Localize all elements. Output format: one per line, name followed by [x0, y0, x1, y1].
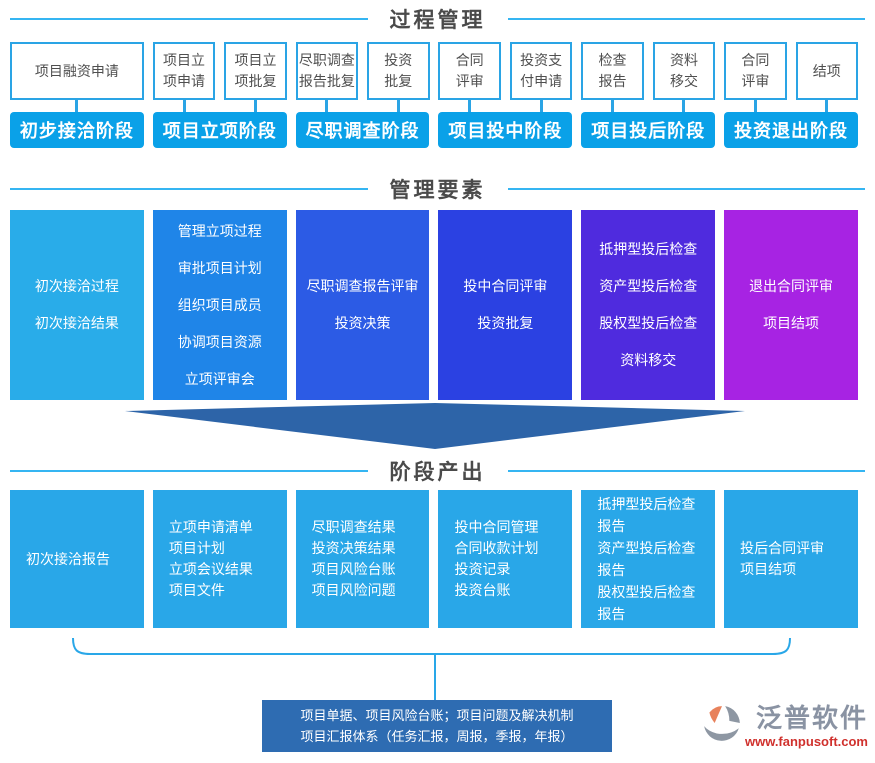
process-column-3: 尽职调查 报告批复 投资 批复 尽职调查阶段	[295, 42, 430, 148]
element-box-post-investment: 抵押型投后检查 资产型投后检查 股权型投后检查 资料移交	[581, 210, 716, 400]
title-line-right	[507, 188, 865, 190]
output-box-mid-investment: 投中合同管理 合同收款计划 投资记录 投资台账	[438, 490, 573, 628]
title-line-right	[507, 470, 865, 472]
logo-name: 泛普软件	[755, 703, 868, 733]
process-box: 结项	[795, 42, 858, 100]
output-box-exit: 投后合同评审 项目结项	[724, 490, 858, 628]
elements-grid: 初次接洽过程 初次接洽结果 管理立项过程 审批项目计划 组织项目成员 协调项目资…	[10, 210, 858, 400]
process-column-1: 项目融资申请 初步接洽阶段	[10, 42, 144, 148]
process-column-5: 检查 报告 资料 移交 项目投后阶段	[581, 42, 716, 148]
connector	[581, 100, 643, 112]
title-line-left	[10, 470, 368, 472]
connector	[438, 100, 500, 112]
element-box-exit: 退出合同评审 项目结项	[724, 210, 858, 400]
connector	[796, 100, 858, 112]
stage-label: 投资退出阶段	[724, 112, 858, 148]
section-title-outputs: 阶段产出	[389, 461, 486, 484]
connector	[367, 100, 429, 112]
process-box: 投资支 付申请	[509, 42, 573, 100]
process-box: 项目立 项批复	[224, 42, 287, 100]
stage-label: 项目投后阶段	[581, 112, 716, 148]
process-box: 合同 评审	[438, 42, 501, 100]
output-box-initial-contact: 初次接洽报告	[10, 490, 144, 628]
connector	[510, 100, 572, 112]
stage-label: 项目立项阶段	[152, 112, 287, 148]
title-line-left	[10, 18, 368, 20]
stage-label: 项目投中阶段	[438, 112, 573, 148]
element-box-mid-investment: 投中合同评审 投资批复	[438, 210, 573, 400]
section-title-process: 过程管理	[389, 9, 486, 32]
section-title-elements: 管理要素	[389, 179, 486, 202]
stage-label: 尽职调查阶段	[295, 112, 430, 148]
title-line-left	[10, 188, 368, 190]
connector	[153, 100, 215, 112]
section-header-elements: 管理要素	[10, 176, 865, 202]
fanpu-logo: 泛普软件 www.fanpusoft.com	[701, 703, 868, 749]
connector	[224, 100, 286, 112]
output-box-initiation: 立项申请清单 项目计划 立项会议结果 项目文件	[152, 490, 287, 628]
process-box: 项目立 项申请	[152, 42, 216, 100]
down-arrow-icon	[125, 403, 745, 449]
process-grid: 项目融资申请 初步接洽阶段 项目立 项申请 项目立 项批复 项目立项阶段 尽职调…	[10, 42, 858, 148]
process-box: 资料 移交	[652, 42, 716, 100]
element-box-initiation: 管理立项过程 审批项目计划 组织项目成员 协调项目资源 立项评审会	[152, 210, 287, 400]
process-column-4: 合同 评审 投资支 付申请 项目投中阶段	[438, 42, 573, 148]
process-box: 检查 报告	[581, 42, 644, 100]
process-box: 尽职调查 报告批复	[295, 42, 359, 100]
fanpu-logo-icon	[704, 706, 740, 741]
section-header-outputs: 阶段产出	[10, 458, 865, 484]
connector	[724, 100, 786, 112]
summary-box: 项目单据、项目风险台账；项目问题及解决机制 项目汇报体系（任务汇报，周报，季报，…	[262, 700, 612, 752]
output-box-post-investment: 抵押型投后检查 报告 资产型投后检查 报告 股权型投后检查 报告	[581, 490, 716, 628]
connector	[10, 100, 144, 112]
element-box-initial-contact: 初次接洽过程 初次接洽结果	[10, 210, 144, 400]
stage-label: 初步接洽阶段	[10, 112, 144, 148]
connector	[653, 100, 715, 112]
bracket-connector	[72, 637, 791, 700]
section-header-process: 过程管理	[10, 6, 865, 32]
process-box: 合同 评审	[724, 42, 787, 100]
connector	[296, 100, 358, 112]
process-column-2: 项目立 项申请 项目立 项批复 项目立项阶段	[152, 42, 287, 148]
outputs-grid: 初次接洽报告 立项申请清单 项目计划 立项会议结果 项目文件 尽职调查结果 投资…	[10, 490, 858, 628]
process-box: 项目融资申请	[10, 42, 144, 100]
process-box: 投资 批复	[367, 42, 430, 100]
logo-url: www.fanpusoft.com	[744, 734, 868, 749]
output-box-due-diligence: 尽职调查结果 投资决策结果 项目风险台账 项目风险问题	[295, 490, 430, 628]
element-box-due-diligence: 尽职调查报告评审 投资决策	[295, 210, 430, 400]
title-line-right	[507, 18, 865, 20]
process-column-6: 合同 评审 结项 投资退出阶段	[724, 42, 858, 148]
